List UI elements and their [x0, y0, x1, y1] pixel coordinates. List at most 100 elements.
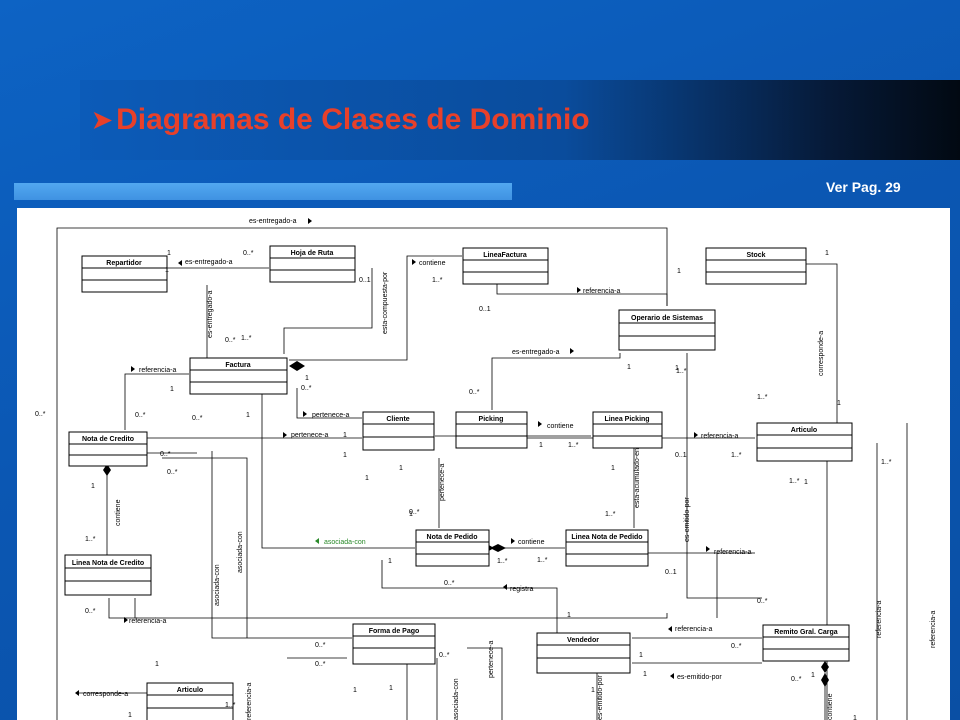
class-nota-pedido: Nota de Pedido: [415, 529, 490, 567]
direction-arrow-icon: [670, 673, 674, 679]
multiplicity: 1: [365, 475, 369, 482]
assoc-label: es-entregado-a: [185, 259, 233, 266]
class-operario: Operario de Sistemas: [618, 309, 716, 351]
class-vendedor: Vendedor: [536, 632, 631, 674]
class-name: Hoja de Ruta: [291, 250, 334, 257]
multiplicity: 0..1: [675, 452, 687, 459]
class-name: Vendedor: [567, 637, 599, 644]
multiplicity: 1: [343, 432, 347, 439]
multiplicity: 0..*: [409, 509, 420, 516]
multiplicity: 1: [539, 442, 543, 449]
multiplicity: 1: [246, 412, 250, 419]
multiplicity: 0..1: [665, 569, 677, 576]
class-name: Nota de Pedido: [427, 534, 478, 541]
class-picking: Picking: [455, 411, 528, 449]
assoc-label: referencia-a: [246, 683, 253, 720]
multiplicity: 1..*: [432, 277, 443, 284]
assoc-label: referencia-a: [701, 433, 738, 440]
class-name: Operario de Sistemas: [631, 315, 703, 322]
title-band: [80, 80, 960, 160]
multiplicity: 1..*: [537, 557, 548, 564]
class-linea-picking: Linea Picking: [592, 411, 663, 449]
class-name: Articulo: [177, 687, 203, 694]
class-linea-nota-pedido: Linea Nota de Pedido: [565, 529, 649, 567]
multiplicity: 0..*: [731, 643, 742, 650]
class-articulo-2: Articulo: [146, 682, 234, 720]
multiplicity: 1..*: [757, 394, 768, 401]
direction-arrow-icon: [315, 538, 319, 544]
multiplicity: 1: [567, 612, 571, 619]
multiplicity: 1: [811, 672, 815, 679]
class-name: Linea Picking: [604, 416, 649, 423]
assoc-label: es-entregado-a: [249, 218, 297, 225]
assoc-label: contiene: [518, 539, 545, 546]
assoc-label: referencia-a: [129, 618, 166, 625]
multiplicity: 1: [675, 365, 679, 372]
multiplicity: 1: [353, 687, 357, 694]
multiplicity: 1: [389, 685, 393, 692]
assoc-label: asociada-con: [214, 564, 221, 606]
multiplicity: 1..*: [85, 536, 96, 543]
class-name: Remito Gral. Carga: [774, 629, 838, 636]
assoc-label: es-emitido-por: [677, 674, 722, 681]
class-name: Nota de Credito: [82, 436, 134, 443]
class-linea-nota-credito: Linea Nota de Credito: [64, 554, 152, 596]
multiplicity: 0..*: [444, 580, 455, 587]
direction-arrow-icon: [283, 432, 287, 438]
assoc-label: pertenece-a: [439, 464, 446, 501]
multiplicities: 1 0..* 1 0..1 1..* 1 0..1 1 0..* 1..* 1 …: [35, 250, 892, 720]
assoc-label: asociada-con: [453, 678, 460, 720]
direction-arrow-icon: [668, 626, 672, 632]
association-lines: [56, 227, 908, 720]
assoc-label: pertenece-a: [488, 641, 495, 678]
multiplicity: 1: [804, 479, 808, 486]
assoc-label: referencia-a: [930, 611, 937, 648]
multiplicity: 1..*: [225, 702, 236, 709]
slide-title-text: Diagramas de Clases de Dominio: [116, 103, 590, 136]
multiplicity: 0..1: [359, 277, 371, 284]
direction-arrow-icon: [178, 260, 182, 266]
multiplicity: 1..*: [881, 459, 892, 466]
multiplicity: 1: [677, 268, 681, 275]
multiplicity: 0..*: [135, 412, 146, 419]
direction-arrow-icon: [412, 259, 416, 265]
direction-arrow-icon: [131, 366, 135, 372]
multiplicity: 0..*: [85, 608, 96, 615]
class-hoja-ruta: Hoja de Ruta: [269, 245, 356, 283]
assoc-label: contiene: [547, 423, 574, 430]
assoc-label: contiene: [419, 260, 446, 267]
multiplicity: 1: [165, 267, 169, 274]
assoc-label: pertenece-a: [291, 432, 328, 439]
class-name: Picking: [479, 416, 504, 423]
multiplicity: 0..*: [167, 469, 178, 476]
class-linea-factura: LineaFactura: [462, 247, 549, 285]
assoc-label: es-entregado-a: [512, 349, 560, 356]
multiplicity: 1: [825, 250, 829, 257]
multiplicity: 1: [591, 687, 595, 694]
class-repartidor: Repartidor: [81, 255, 168, 293]
multiplicity: 1: [305, 375, 309, 382]
class-stock: Stock: [705, 247, 807, 285]
multiplicity: 1..*: [568, 442, 579, 449]
class-forma-pago: Forma de Pago: [352, 623, 436, 665]
multiplicity: 1: [170, 386, 174, 393]
slide-title: ➤ Diagramas de Clases de Dominio: [92, 103, 590, 137]
association-labels: es-entregado-a es-entregado-a es-entrega…: [75, 218, 937, 720]
multiplicity: 0..*: [160, 451, 171, 458]
assoc-label: es-entregado-a: [207, 290, 214, 338]
multiplicity: 0..*: [243, 250, 254, 257]
multiplicity: 1..*: [731, 452, 742, 459]
multiplicity: 1: [91, 483, 95, 490]
multiplicity: 0..*: [791, 676, 802, 683]
multiplicity: 0..*: [192, 415, 203, 422]
direction-arrow-icon: [308, 218, 312, 224]
multiplicity: 1..*: [605, 511, 616, 518]
direction-arrow-icon: [538, 421, 542, 427]
assoc-label: corresponde-a: [83, 691, 128, 698]
class-cliente: Cliente: [362, 411, 435, 451]
class-name: Cliente: [386, 416, 409, 423]
multiplicity: 1: [155, 661, 159, 668]
assoc-label: contiene: [827, 693, 834, 720]
multiplicity: 0..*: [439, 652, 450, 659]
direction-arrow-icon: [503, 584, 507, 590]
